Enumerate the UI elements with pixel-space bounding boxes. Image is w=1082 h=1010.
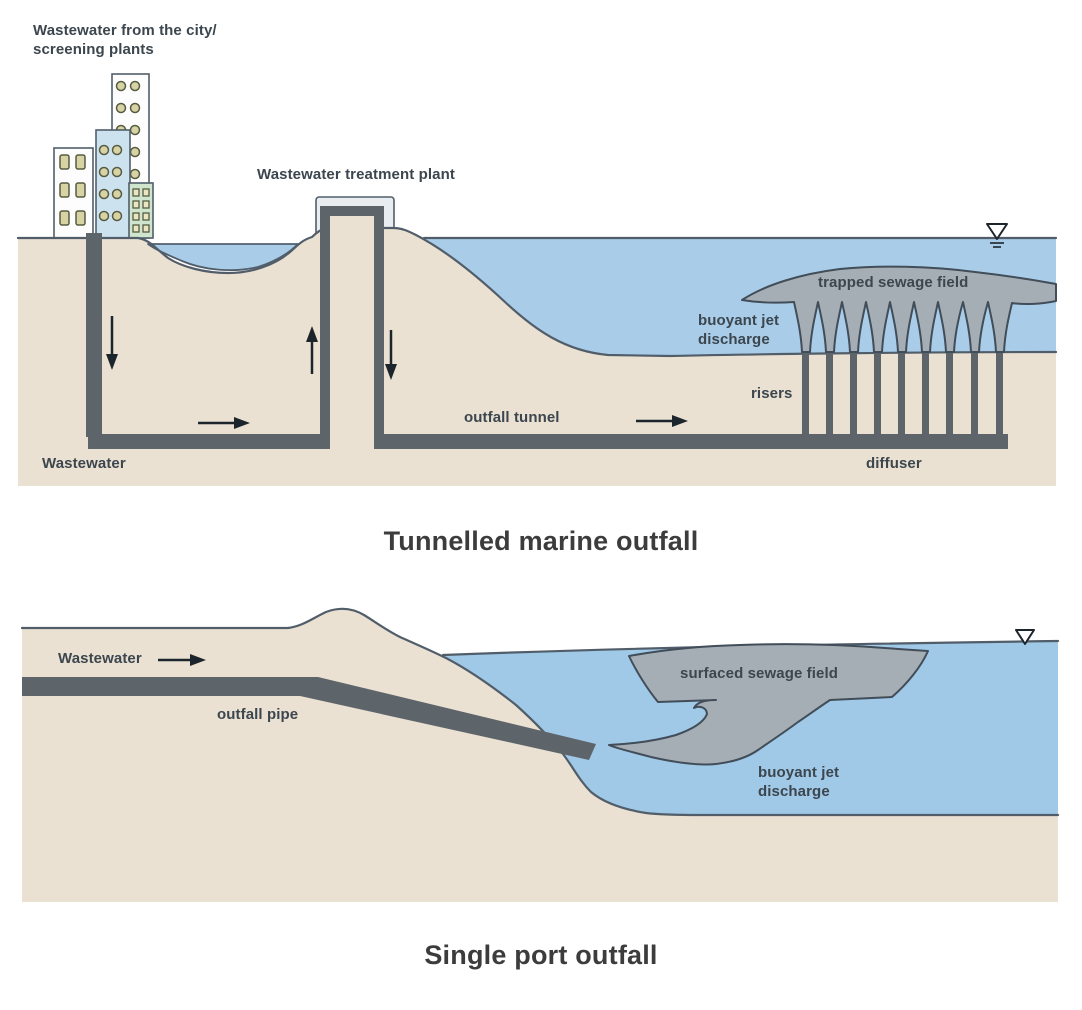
label-risers: risers (751, 385, 793, 402)
label-wastewater-bottom: Wastewater (58, 650, 142, 667)
building-left-windows (59, 154, 86, 226)
up-arrow-plant (306, 326, 318, 374)
label-buoyant-jet-bottom: buoyant jet discharge (758, 764, 840, 800)
label-surfaced-sewage-field: surfaced sewage field (680, 665, 838, 682)
water-level-symbol-bottom (1015, 629, 1035, 645)
outfall-tunnel (88, 434, 1008, 449)
label-city-source: Wastewater from the city/ screening plan… (33, 22, 217, 58)
title-single-port-outfall: Single port outfall (424, 940, 658, 970)
riser-pipes (802, 352, 1003, 440)
label-diffuser: diffuser (866, 455, 922, 472)
label-treatment-plant: Wastewater treatment plant (257, 166, 455, 183)
water-level-symbol-top (986, 223, 1008, 248)
land-cross-section-top (18, 228, 1056, 486)
right-arrow-wastewater (158, 654, 206, 666)
ground-seabed-line-top (16, 226, 1058, 358)
down-arrow-city-shaft (106, 316, 118, 370)
down-arrow-plant (385, 330, 397, 380)
trapped-sewage-field (741, 265, 1057, 353)
building-blue-windows (98, 144, 123, 222)
label-wastewater-top: Wastewater (42, 455, 126, 472)
surfaced-sewage-field (608, 643, 929, 766)
label-outfall-tunnel: outfall tunnel (464, 409, 560, 426)
building-green (128, 182, 154, 239)
building-left (53, 147, 94, 239)
label-outfall-pipe: outfall pipe (217, 706, 299, 723)
city-drop-shaft (86, 233, 102, 437)
outfall-pipe (22, 677, 596, 760)
right-arrow-tunnel-left (198, 417, 250, 429)
city-buildings (53, 73, 154, 239)
title-tunnelled-marine-outfall: Tunnelled marine outfall (383, 526, 699, 556)
flow-arrows-top (106, 316, 688, 429)
building-green-windows (132, 188, 150, 233)
label-trapped-sewage-field: trapped sewage field (818, 274, 969, 291)
plant-shaft-interior (330, 216, 374, 449)
right-arrow-tunnel-right (636, 415, 688, 427)
ground-seabed-line-bottom (20, 607, 1060, 817)
building-blue (95, 129, 131, 239)
label-buoyant-jet-top: buoyant jet discharge (698, 312, 780, 348)
